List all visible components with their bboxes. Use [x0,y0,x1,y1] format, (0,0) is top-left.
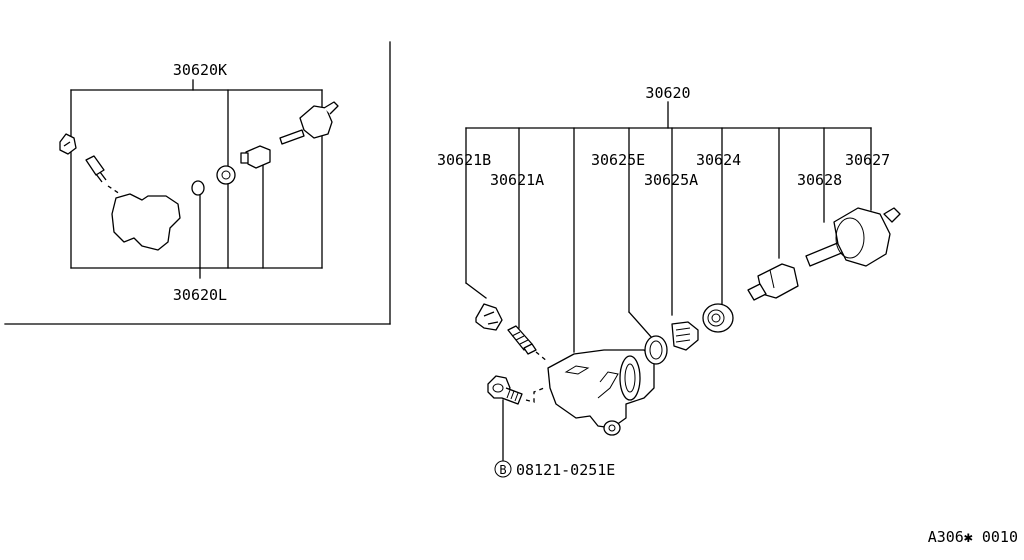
label-30627: 30627 [845,151,890,169]
label-30624: 30624 [696,151,741,169]
label-30621B: 30621B [437,151,491,169]
label-30620: 30620 [645,84,690,102]
bolt-mark-circle [494,460,512,478]
label-30620L: 30620L [173,286,227,304]
label-diagram-code: A306✱ 0010 [928,528,1018,546]
main-parts [475,207,901,436]
label-30625A: 30625A [644,171,698,189]
part-30621B-clip [475,303,503,331]
label-30621A: 30621A [490,171,544,189]
inset-ring [191,180,205,196]
part-30624-seal [702,303,734,333]
label-30628: 30628 [797,171,842,189]
label-bolt-number: 08121-0251E [516,461,615,479]
label-30620K: 30620K [173,61,227,79]
inset-frame [4,41,391,325]
main-leader-lines [465,101,872,461]
labels: 30620K 30620L 30620 30621B 30621A 30625E… [173,61,1018,546]
label-bolt-mark: B [499,463,506,477]
inset-piston [245,145,271,169]
label-30625E: 30625E [591,151,645,169]
part-30625E-ring [644,335,668,365]
inset-parts [59,101,339,251]
inset-seal [216,165,236,185]
part-30625A-cup [671,321,699,351]
part-cylinder-bore [619,355,641,401]
inset-cylinder-body [111,193,181,251]
inset-push-rod [279,129,305,145]
inset-bleeder-screw [85,155,107,183]
inset-clip [59,133,77,155]
inset-leader-lines [70,79,323,279]
part-30627-boot [833,207,891,267]
inset-boot [299,105,333,139]
